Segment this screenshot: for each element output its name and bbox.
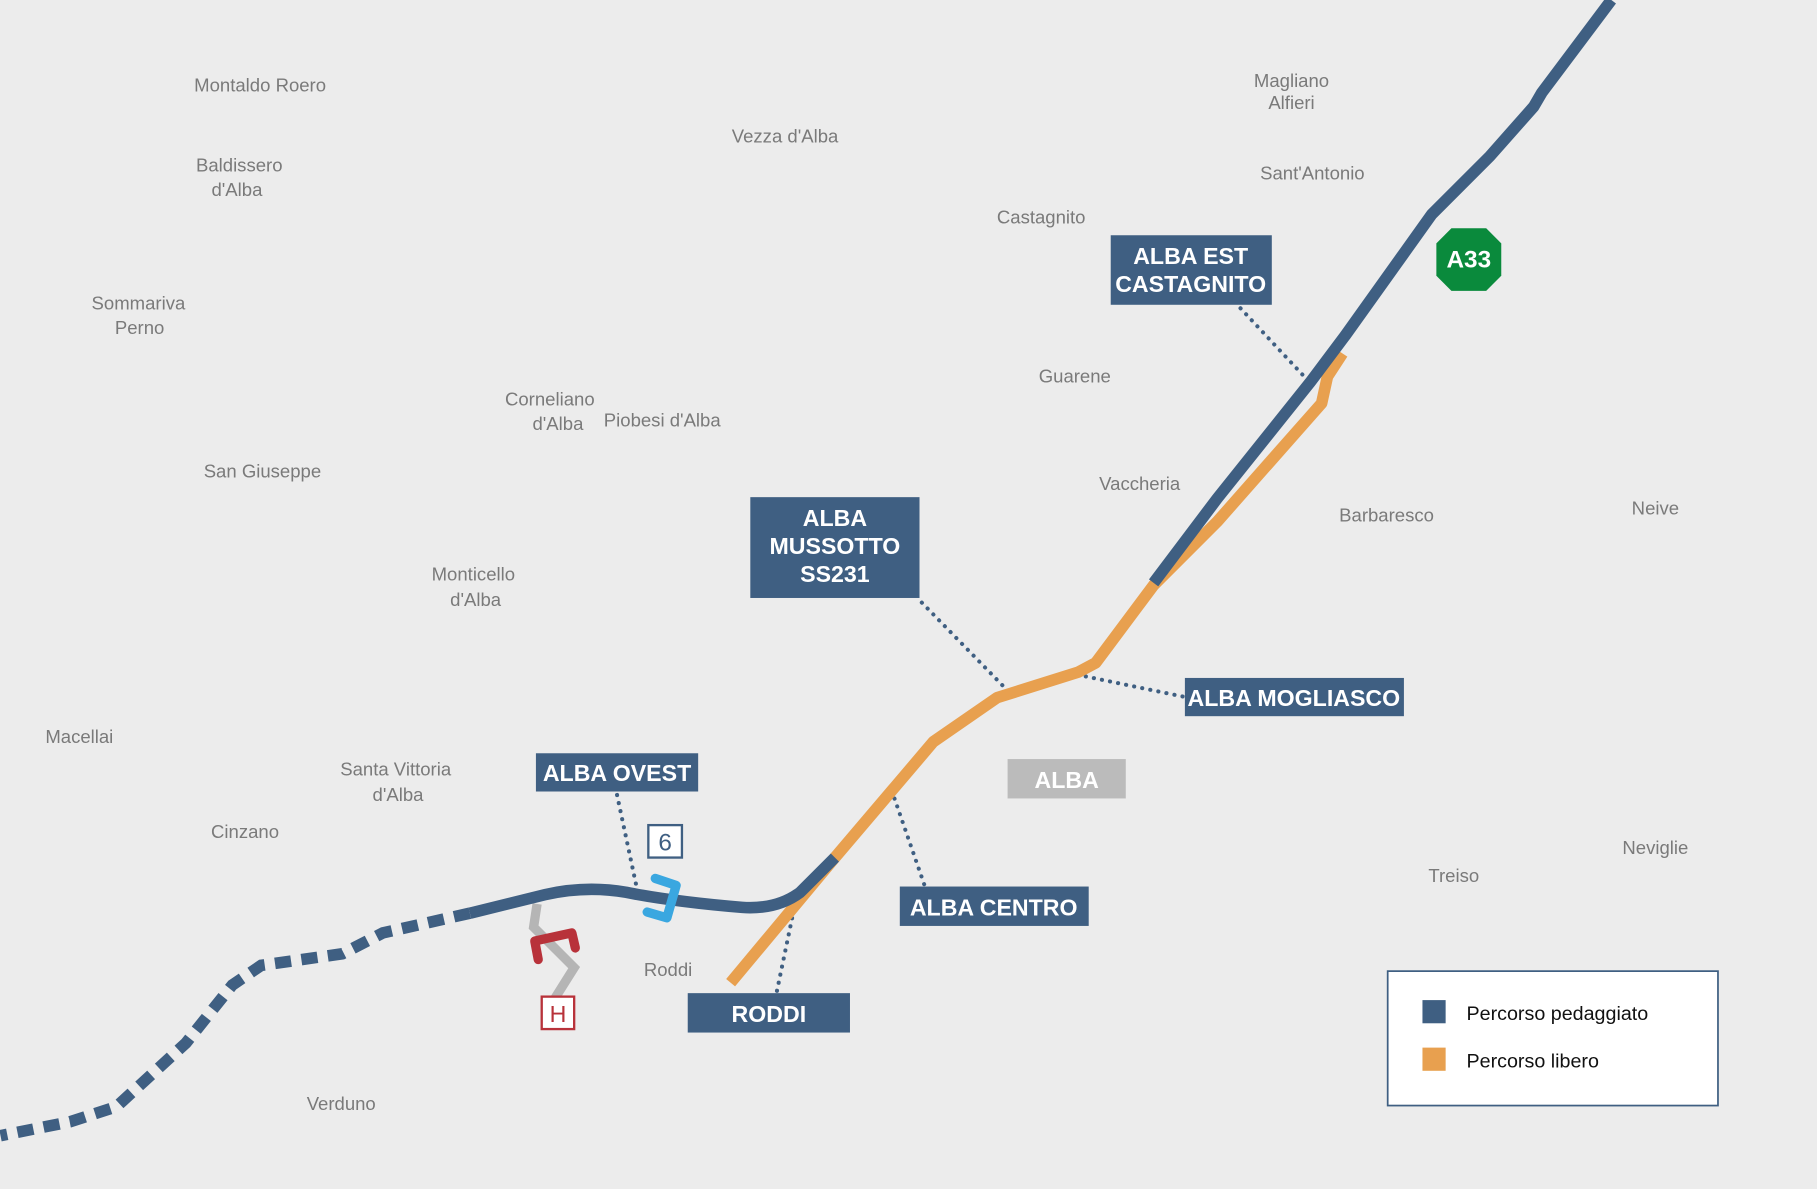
town-label: Guarene (1039, 365, 1111, 386)
town-label: Sommariva (92, 292, 186, 313)
exit-alba-est[interactable]: ALBA EST CASTAGNITO (1110, 235, 1272, 305)
exit-label: RODDI (732, 1001, 807, 1027)
city-label: ALBA (1035, 767, 1100, 793)
city-box (1007, 759, 1126, 799)
exit-marker-icon (642, 873, 681, 923)
toll-route-a33[interactable] (1148, 0, 1616, 587)
town-label: Vaccheria (1099, 473, 1181, 494)
exit-label: ALBA CENTRO (910, 895, 1078, 921)
town-label: Neviglie (1622, 837, 1688, 858)
exit-alba-mussotto[interactable]: ALBA MUSSOTTO SS231 (750, 497, 920, 598)
motorway-label: A33 (1446, 247, 1491, 274)
town-label: Corneliano (505, 389, 595, 410)
town-label: d'Alba (211, 179, 263, 200)
town-label: Castagnito (997, 207, 1086, 228)
town-label: Baldissero (196, 155, 283, 176)
town-label: Vezza d'Alba (732, 126, 839, 147)
town-label: Barbaresco (1339, 504, 1434, 525)
exit-label: MUSSOTTO (770, 533, 901, 559)
town-label: d'Alba (373, 784, 425, 805)
exit-number-badge (647, 823, 684, 859)
town-label: Monticello (432, 564, 515, 585)
exit-label: ALBA (803, 505, 868, 531)
exit-label: SS231 (800, 561, 870, 587)
exit-label: ALBA MOGLIASCO (1187, 685, 1400, 711)
exit-roddi[interactable]: RODDI (687, 993, 850, 1033)
toll-route-planned (0, 907, 472, 1142)
town-label: Roddi (644, 959, 692, 980)
legend-toll-swatch (1422, 1000, 1446, 1024)
town-label: Alfieri (1268, 92, 1314, 113)
exit-number: 6 (658, 830, 672, 857)
exit-leaders (615, 306, 1308, 993)
hospital-junction-icon (530, 928, 580, 965)
legend: Percorso pedaggiato Percorso libero (1386, 970, 1719, 1107)
town-label: Verduno (307, 1093, 376, 1114)
legend-free-swatch (1422, 1047, 1446, 1071)
exit-label: CASTAGNITO (1115, 271, 1266, 297)
town-labels: Montaldo Roero Baldissero d'Alba Sommari… (45, 70, 1688, 1114)
town-label: Macellai (45, 726, 113, 747)
legend-toll-label: Percorso pedaggiato (1466, 1003, 1648, 1025)
town-label: Santa Vittoria (340, 758, 452, 779)
exit-label: ALBA OVEST (543, 760, 691, 786)
exit-label: ALBA EST (1133, 243, 1248, 269)
hospital-icon (540, 995, 576, 1031)
motorway-badge-icon (1436, 228, 1502, 291)
exit-alba-mogliasco[interactable]: ALBA MOGLIASCO (1184, 677, 1404, 717)
local-road (528, 903, 581, 1002)
town-label: d'Alba (450, 589, 502, 610)
town-label: Cinzano (211, 821, 279, 842)
exit-alba-ovest[interactable]: ALBA OVEST (535, 753, 699, 792)
exit-alba-centro[interactable]: ALBA CENTRO (899, 886, 1089, 926)
town-label: Magliano (1254, 70, 1329, 91)
town-label: Montaldo Roero (194, 75, 326, 96)
town-label: Sant'Antonio (1260, 163, 1365, 184)
hospital-label: H (550, 1001, 567, 1027)
town-label: Piobesi d'Alba (604, 409, 722, 430)
town-label: Neive (1632, 498, 1679, 519)
town-label: Treiso (1428, 865, 1479, 886)
free-route[interactable] (726, 350, 1348, 987)
town-label: Perno (115, 317, 164, 338)
legend-free-label: Percorso libero (1466, 1050, 1598, 1072)
town-label: San Giuseppe (204, 460, 321, 481)
town-label: d'Alba (532, 413, 584, 434)
